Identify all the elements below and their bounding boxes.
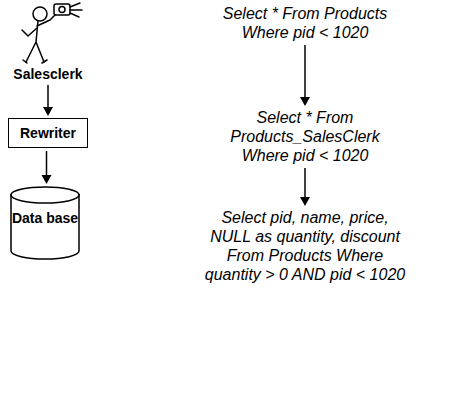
flow-arrow (300, 45, 310, 106)
query-text: Select pid, name, price, NULL as quantit… (200, 208, 410, 284)
process-box: Rewriter (8, 118, 88, 148)
query-text: Select * From Products_SalesClerk Where … (225, 108, 385, 165)
node-text: Select * From Products Where pid < 1020 (215, 4, 395, 42)
node-text: Rewriter (19, 125, 77, 141)
node-text: Select pid, name, price, NULL as quantit… (200, 208, 410, 284)
actor-label-node: Salesclerk (8, 66, 88, 82)
node-text: Select * From Products_SalesClerk Where … (225, 108, 385, 165)
query-text: Select * From Products Where pid < 1020 (215, 4, 395, 42)
flow-arrow (42, 151, 52, 184)
node-text: Data base (10, 186, 80, 226)
flow-arrow (300, 168, 310, 206)
database-cylinder: Data base (10, 186, 80, 260)
flow-arrow (43, 85, 53, 116)
node-text: Salesclerk (8, 66, 88, 82)
